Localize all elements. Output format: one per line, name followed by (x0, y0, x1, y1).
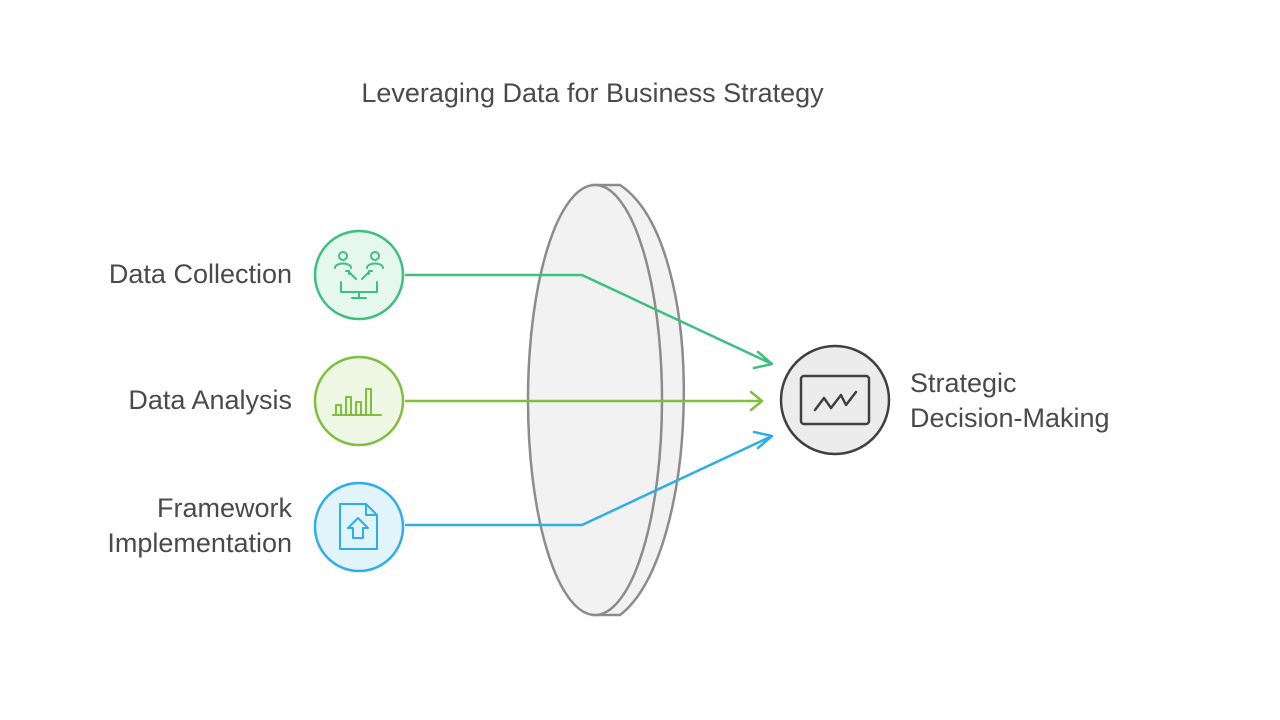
label-data-collection: Data Collection (108, 259, 292, 289)
label-data-analysis: Data Analysis (128, 385, 292, 415)
arrowhead-data-analysis (749, 390, 764, 412)
connector-framework-implementation (405, 434, 773, 527)
node-framework-implementation (313, 481, 405, 573)
node-data-analysis (313, 355, 405, 447)
arrowhead-framework-implementation (752, 430, 774, 450)
arrowhead-data-collection (752, 350, 774, 370)
label-framework-implementation: Framework Implementation (107, 493, 292, 558)
label-strategic-decision-making: Strategic Decision-Making (910, 368, 1110, 433)
bar-chart-icon (332, 388, 382, 416)
node-strategic-decision-making (779, 344, 891, 456)
node-data-collection (313, 229, 405, 321)
diagram-title: Leveraging Data for Business Strategy (361, 78, 824, 108)
people-network-icon (334, 251, 384, 299)
connector-data-collection (405, 273, 773, 366)
document-upload-icon (339, 503, 378, 550)
line-chart-monitor-icon (799, 374, 871, 426)
